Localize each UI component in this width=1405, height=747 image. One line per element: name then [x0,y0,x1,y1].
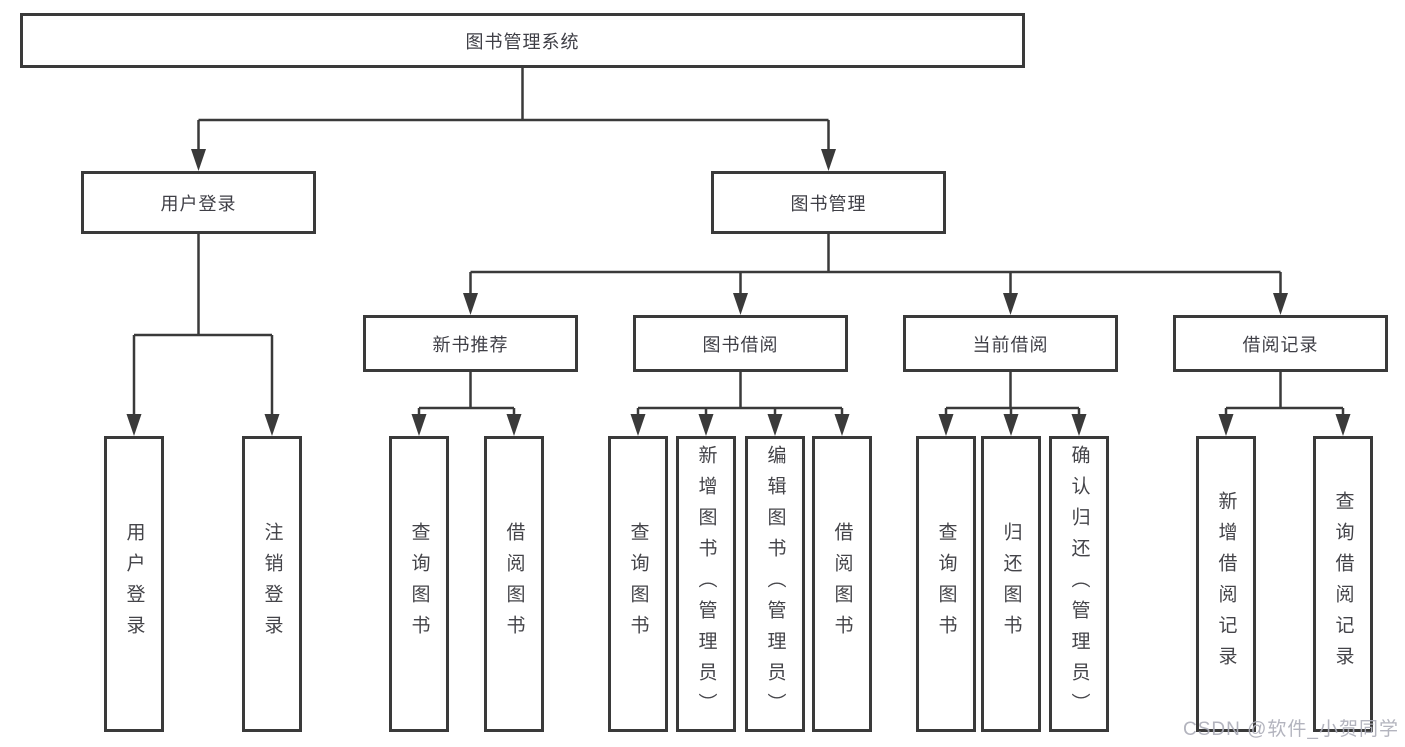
node-library-management-system: 图书管理系统 [20,13,1025,68]
leaf-add-book-admin: 新增图书（管理员） [676,436,736,732]
node-user-login: 用户登录 [81,171,316,234]
leaf-confirm-return-admin: 确认归还（管理员） [1049,436,1109,732]
node-label: 图书管理系统 [465,31,580,52]
leaf-logout: 注销登录 [242,436,302,732]
leaf-return-books: 归还图书 [981,436,1041,732]
leaf-user-login: 用户登录 [104,436,164,732]
leaf-query-books-current: 查询图书 [916,436,976,732]
leaf-edit-book-admin: 编辑图书（管理员） [745,436,805,732]
leaf-add-borrow-record: 新增借阅记录 [1196,436,1256,732]
node-new-book-recommendation: 新书推荐 [363,315,578,372]
tree-edges [132,68,1345,418]
leaf-borrow-books-recommend: 借阅图书 [484,436,544,732]
leaf-label: 查询图书 [408,522,430,646]
csdn-watermark: CSDN @软件_小贺同学 [1183,719,1399,740]
leaf-label: 新增借阅记录 [1215,491,1237,677]
leaf-query-books-recommend: 查询图书 [389,436,449,732]
leaf-query-borrow-record: 查询借阅记录 [1313,436,1373,732]
leaf-label: 查询借阅记录 [1332,491,1354,677]
node-label: 当前借阅 [972,334,1049,355]
node-book-borrowing: 图书借阅 [633,315,848,372]
node-label: 图书借阅 [702,334,779,355]
leaf-label: 借阅图书 [831,522,853,646]
node-label: 图书管理 [790,193,867,214]
leaf-label: 注销登录 [261,522,283,646]
leaf-label: 查询图书 [627,522,649,646]
leaf-label: 用户登录 [123,522,145,646]
node-label: 用户登录 [160,193,237,214]
arrowhead-icons [126,149,1351,436]
node-current-borrowing: 当前借阅 [903,315,1118,372]
leaf-label: 归还图书 [1000,522,1022,646]
leaf-query-books-borrowing: 查询图书 [608,436,668,732]
leaf-label: 新增图书（管理员） [695,444,717,724]
leaf-label: 查询图书 [935,522,957,646]
leaf-label: 编辑图书（管理员） [764,444,786,724]
node-label: 新书推荐 [432,334,509,355]
leaf-label: 借阅图书 [503,522,525,646]
node-label: 借阅记录 [1242,334,1319,355]
node-borrowing-records: 借阅记录 [1173,315,1388,372]
leaf-borrow-books-borrowing: 借阅图书 [812,436,872,732]
leaf-label: 确认归还（管理员） [1068,444,1090,724]
node-book-management: 图书管理 [711,171,946,234]
